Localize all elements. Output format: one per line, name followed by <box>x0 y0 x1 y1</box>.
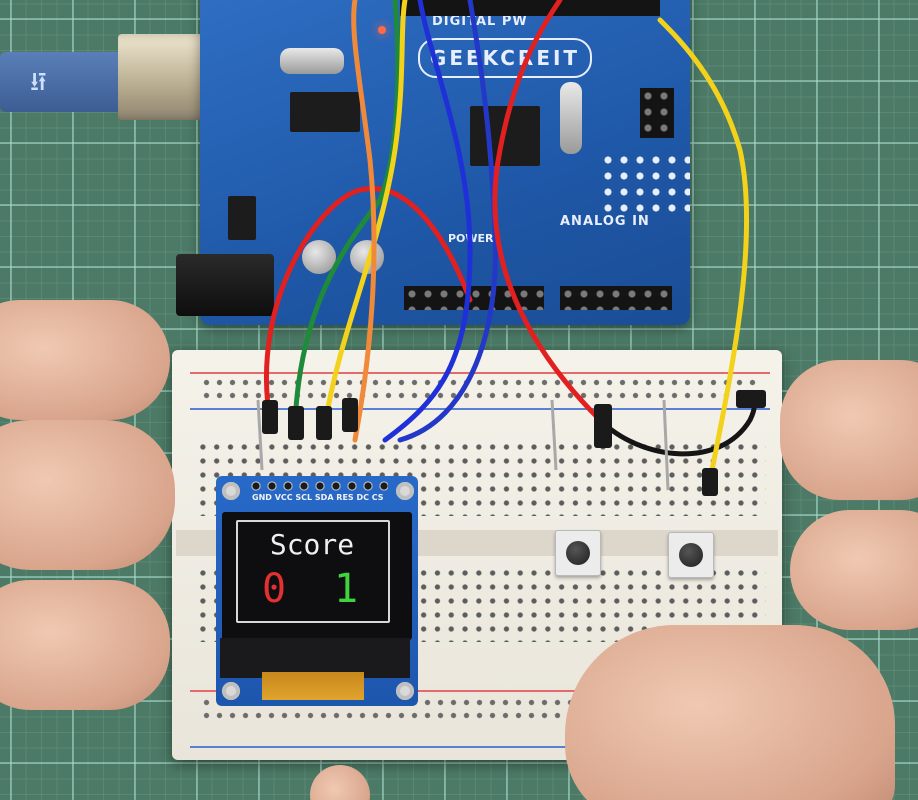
power-rail-top <box>200 376 760 402</box>
rail-negative-line <box>190 746 770 748</box>
board-digital-label: DIGITAL PW <box>432 14 528 29</box>
wire-end <box>702 468 718 496</box>
usb-icon: ⭿ <box>30 68 47 98</box>
crystal-2 <box>560 82 582 154</box>
rail-positive-line <box>190 690 770 692</box>
wire-end <box>736 390 766 408</box>
right-hand-thumb <box>565 625 895 800</box>
wire-orange <box>351 0 377 443</box>
score-title: Score <box>269 528 355 561</box>
left-hand-finger <box>0 580 170 710</box>
left-hand-finger <box>0 300 170 420</box>
wire-yellow-2 <box>657 17 750 483</box>
wire-blue <box>382 0 473 443</box>
oled-display <box>222 512 412 640</box>
power-header <box>404 286 544 310</box>
icsp-header <box>640 88 674 138</box>
wire-black <box>597 392 757 457</box>
i2c-pads <box>600 152 690 214</box>
left-hand-thumb <box>0 420 175 570</box>
wire-end <box>288 406 304 440</box>
mount-hole <box>396 482 414 500</box>
wire-end <box>262 400 278 434</box>
oled-frame <box>236 520 390 623</box>
push-button-left <box>555 530 601 576</box>
resistor-lead <box>256 399 264 471</box>
wire-red <box>263 186 473 423</box>
usb-chip <box>290 92 360 132</box>
wire-red-2 <box>492 0 603 423</box>
board-brand-logo: GEEKCREIT <box>418 38 592 78</box>
power-jack <box>176 254 274 316</box>
digital-header <box>400 0 660 16</box>
wire-end <box>594 404 612 448</box>
voltage-regulator <box>228 196 256 240</box>
score-right: 1 <box>334 566 359 612</box>
oled-glass-edge <box>220 638 410 678</box>
mount-hole <box>396 682 414 700</box>
crystal <box>280 48 344 74</box>
oled-pin-header <box>248 480 388 492</box>
rail-negative-line <box>190 408 770 410</box>
wire-end <box>316 406 332 440</box>
wire-yellow <box>322 0 408 428</box>
right-hand-finger <box>790 510 918 630</box>
wire-end <box>342 398 358 432</box>
right-hand-finger <box>780 360 918 500</box>
mount-hole <box>222 682 240 700</box>
capacitor <box>302 240 336 274</box>
resistor-lead <box>550 399 558 471</box>
rail-positive-line <box>190 372 770 374</box>
power-led <box>378 26 386 34</box>
board-analog-label: ANALOG IN <box>560 214 650 229</box>
analog-header <box>560 286 672 310</box>
wire-green <box>292 0 401 428</box>
mount-hole <box>222 482 240 500</box>
push-button-right <box>668 532 714 578</box>
oled-pin-labels: GND VCC SCL SDA RES DC CS <box>252 493 384 502</box>
score-left: 0 <box>262 566 287 612</box>
resistor-lead <box>662 399 670 491</box>
usb-cable <box>0 52 130 112</box>
oled-ribbon <box>262 672 364 700</box>
